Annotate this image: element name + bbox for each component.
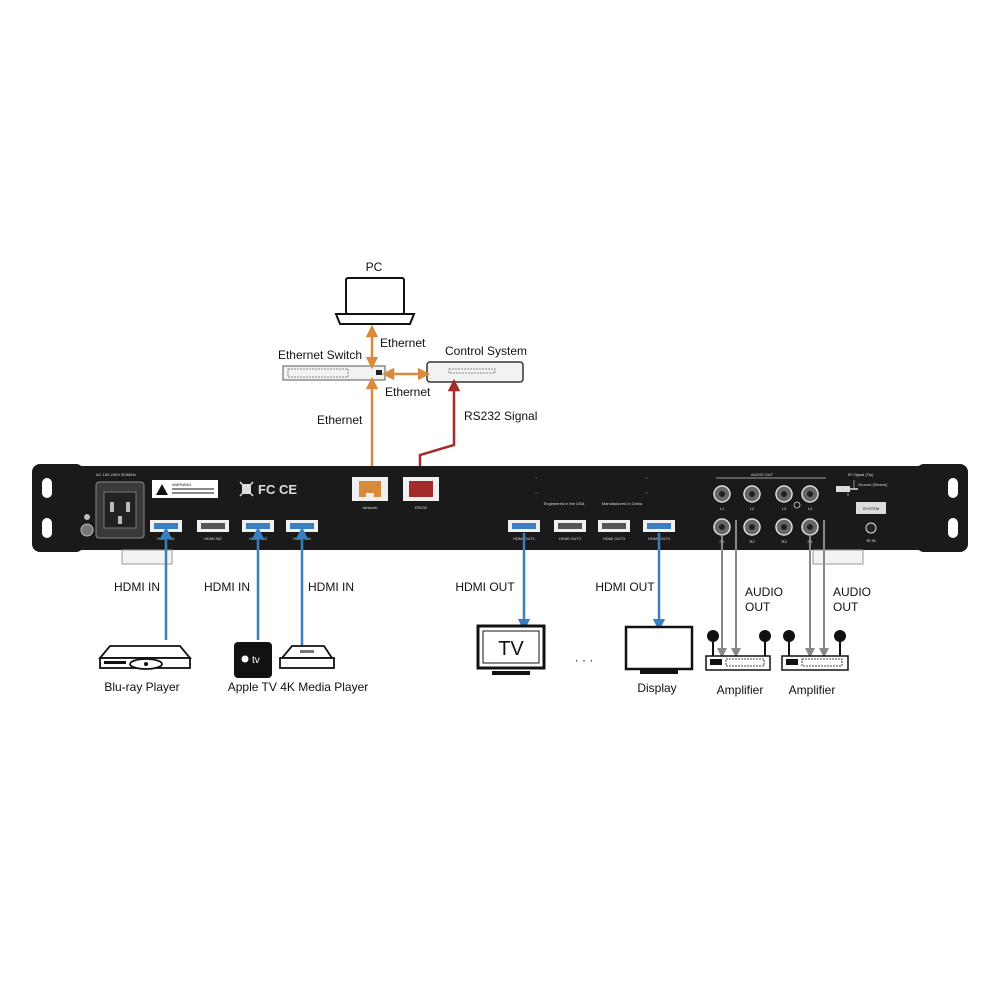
audio-out-label-1-line2: OUT bbox=[745, 600, 771, 614]
hdmi-in-label-3: HDMI IN bbox=[308, 580, 354, 594]
apple-tv-icon: tv bbox=[234, 642, 272, 678]
ir-plug-diagram-icon bbox=[836, 480, 858, 496]
audio-jack-r3 bbox=[775, 518, 793, 536]
apple-tv-logo: tv bbox=[252, 655, 260, 666]
power-inlet bbox=[95, 481, 145, 539]
bluray-player-icon bbox=[98, 645, 192, 670]
audio-jack-r2 bbox=[743, 518, 761, 536]
system-label: SYSTEM bbox=[863, 506, 879, 511]
tv-screen-label: TV bbox=[498, 638, 524, 660]
ground-symbol-icon bbox=[793, 501, 801, 509]
hdmi-out-label-1: HDMI OUT bbox=[455, 580, 515, 594]
media-player-4k-icon bbox=[279, 645, 335, 669]
audio-lines-amp-1 bbox=[717, 520, 741, 658]
pc-label: PC bbox=[366, 260, 383, 274]
warning-label: WARNING bbox=[152, 480, 218, 498]
control-system-label: Control System bbox=[445, 344, 527, 358]
manufactured-text: Manufactured in China bbox=[602, 501, 643, 506]
amplifier-2-icon bbox=[781, 630, 849, 671]
amplifier-1-label: Amplifier bbox=[717, 683, 764, 697]
audio-jack-l2 bbox=[743, 485, 761, 503]
ground-screw-icon bbox=[80, 514, 94, 537]
hdmi-in-label-1: HDMI IN bbox=[114, 580, 160, 594]
audio-out-title: AUDIO OUT bbox=[751, 472, 774, 477]
amplifier-1-icon bbox=[705, 630, 771, 671]
appletv-label: Apple TV 4K Media Player bbox=[228, 680, 369, 694]
audio-jack-r1 bbox=[713, 518, 731, 536]
power-rating-label: AC 100-240V 50/60Hz bbox=[96, 472, 136, 477]
tv-icon bbox=[476, 624, 546, 675]
ethernet-label-1: Ethernet bbox=[380, 336, 426, 350]
center-marking bbox=[535, 477, 648, 494]
hdmi-out-port-label-3: HDMI OUT3 bbox=[603, 536, 626, 541]
rs232-port-label: RS232 bbox=[415, 505, 428, 510]
hdmi-in-port-4 bbox=[286, 520, 318, 532]
ethernet-switch-label: Ethernet Switch bbox=[278, 348, 362, 362]
hdmi-out-port-label-2: HDMI OUT2 bbox=[559, 536, 582, 541]
audio-jack-label-l3: L3 bbox=[782, 506, 787, 511]
amplifier-2-label: Amplifier bbox=[789, 683, 836, 697]
weee-bin-icon bbox=[239, 481, 254, 497]
ethernet-label-2: Ethernet bbox=[385, 385, 431, 399]
audio-jack-l1 bbox=[713, 485, 731, 503]
audio-jack-label-r3: R3 bbox=[781, 539, 787, 544]
hdmi-in-port-1 bbox=[150, 520, 182, 532]
audio-out-label-1-line1: AUDIO bbox=[745, 585, 783, 599]
pc-laptop-icon bbox=[334, 277, 416, 325]
rs232-port bbox=[403, 477, 439, 501]
display-icon bbox=[624, 625, 694, 674]
hdmi-in-port-label-2: HDMI IN2 bbox=[204, 536, 222, 541]
hdmi-out-port-1 bbox=[508, 520, 540, 532]
audio-out-label-2-line1: AUDIO bbox=[833, 585, 871, 599]
hdmi-out-label-2: HDMI OUT bbox=[595, 580, 655, 594]
matrix-rear-panel bbox=[32, 464, 968, 565]
control-system-icon bbox=[426, 361, 524, 383]
svg-text:WARNING: WARNING bbox=[172, 482, 191, 487]
hdmi-in-label-2: HDMI IN bbox=[204, 580, 250, 594]
ethernet-switch-icon bbox=[282, 365, 386, 381]
hdmi-in-port-3 bbox=[242, 520, 274, 532]
audio-jack-label-r2: R2 bbox=[749, 539, 755, 544]
network-port-label: Network bbox=[363, 505, 378, 510]
audio-jack-label-l2: L2 bbox=[750, 506, 755, 511]
hdmi-in-port-2 bbox=[197, 520, 229, 532]
hdmi-out-port-4 bbox=[643, 520, 675, 532]
audio-jack-l4 bbox=[801, 485, 819, 503]
ethernet-label-3: Ethernet bbox=[317, 413, 363, 427]
display-label: Display bbox=[637, 681, 676, 695]
ir-in-label: IR IN bbox=[866, 538, 875, 543]
bluray-label: Blu-ray Player bbox=[104, 680, 179, 694]
network-port bbox=[352, 477, 388, 501]
audio-lines-amp-2 bbox=[805, 520, 829, 658]
engineered-text: Engineered in the USA bbox=[544, 501, 585, 506]
fcc-mark: FC bbox=[258, 482, 276, 497]
hdmi-out-port-2 bbox=[554, 520, 586, 532]
ir-signal-label: IR Signal (Tip) bbox=[848, 472, 874, 477]
audio-jack-r4 bbox=[801, 518, 819, 536]
audio-out-label-2-line2: OUT bbox=[833, 600, 859, 614]
audio-jack-label-l1: L1 bbox=[720, 506, 725, 511]
rs232-label: RS232 Signal bbox=[464, 409, 537, 423]
ce-mark: CE bbox=[279, 482, 297, 497]
hdmi-out-port-3 bbox=[598, 520, 630, 532]
ellipsis: · · · bbox=[575, 653, 594, 667]
audio-jack-l3 bbox=[775, 485, 793, 503]
ground-label: Ground (Sleeve) bbox=[858, 482, 888, 487]
audio-jack-label-l4: L4 bbox=[808, 506, 813, 511]
system-box bbox=[856, 502, 886, 534]
